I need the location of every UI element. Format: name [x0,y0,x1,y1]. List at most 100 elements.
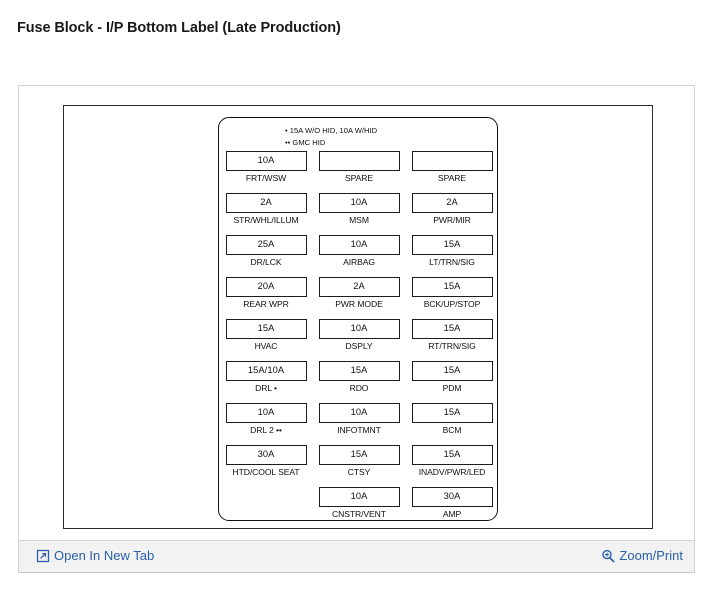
fuse-label: INFOTMNT [337,425,381,435]
fuse-box: 30A [225,445,307,465]
fuse-box: 10A [318,193,400,213]
fuse-box: 20A [225,277,307,297]
fuse-label: HVAC [254,341,278,351]
fuse-box: 15A [411,445,493,465]
fuse-amperage: 10A [350,491,368,502]
fuse-diagram-image: • 15A W/O HID, 10A W/HID •• GMC HID 10A F… [63,105,653,529]
legend-note-double-bullet: •• GMC HID [285,137,326,147]
fuse-amperage: 15A [350,449,368,460]
fuse-block-outline: • 15A W/O HID, 10A W/HID •• GMC HID 10A F… [218,117,498,521]
fuse-box [318,151,400,171]
fuse-label: SPARE [345,173,373,183]
fuse-box: 15A [225,319,307,339]
fuse-cell: 10A AIRBAG [317,235,401,277]
fuse-label: STR/WHL/ILLUM [233,215,299,225]
fuse-cell: 15A RDO [317,361,401,403]
viewer-footer: Open In New Tab Zoom/Print [18,540,695,573]
fuse-box: 15A [411,361,493,381]
magnifier-plus-icon [601,549,615,563]
legend-note-single-bullet: • 15A W/O HID, 10A W/HID [285,126,378,135]
legend-notes: • 15A W/O HID, 10A W/HID •• GMC HID [285,125,377,148]
fuse-cell: 15A HVAC [224,319,308,361]
fuse-amperage: 2A [446,197,458,208]
fuse-label: FRT/WSW [245,173,287,183]
external-link-icon [36,549,50,563]
fuse-amperage: 10A [350,407,368,418]
open-in-new-tab-label: Open In New Tab [54,548,155,563]
fuse-label: REAR WPR [243,299,289,309]
fuse-label: DR/LCK [250,257,282,267]
fuse-label: PDM [442,383,462,393]
fuse-label: HTD/COOL SEAT [232,467,300,477]
open-in-new-tab-link[interactable]: Open In New Tab [36,548,154,563]
fuse-cell: 25A DR/LCK [224,235,308,277]
fuse-box: 10A [225,151,307,171]
fuse-amperage: 15A [443,281,461,292]
fuse-box: 15A [411,277,493,297]
fuse-column-1: 10A FRT/WSW 2A STR/WHL/ILLUM 25A DR/LCK 20A REA… [224,151,308,529]
fuse-label: DRL 2 •• [250,425,282,435]
zoom-print-label: Zoom/Print [619,548,683,563]
fuse-box: 10A [318,403,400,423]
fuse-label: MSM [349,215,369,225]
fuse-amperage: 15A/10A [247,365,285,376]
fuse-box: 15A [411,403,493,423]
fuse-label: DRL • [255,383,277,393]
fuse-amperage: 10A [257,155,275,166]
fuse-cell: 15A CTSY [317,445,401,487]
fuse-amperage: 10A [350,239,368,250]
fuse-amperage: 10A [350,197,368,208]
fuse-amperage: 10A [350,323,368,334]
fuse-amperage: 15A [443,407,461,418]
fuse-grid: 10A FRT/WSW 2A STR/WHL/ILLUM 25A DR/LCK 20A REA… [219,151,499,529]
fuse-amperage: 30A [257,449,275,460]
fuse-box: 10A [318,235,400,255]
fuse-amperage: 10A [257,407,275,418]
fuse-cell: 30A HTD/COOL SEAT [224,445,308,487]
fuse-box: 15A [411,235,493,255]
fuse-amperage: 2A [260,197,272,208]
fuse-amperage: 15A [443,323,461,334]
fuse-amperage: 15A [443,239,461,250]
fuse-label: LT/TRN/SIG [429,257,475,267]
fuse-cell: 10A DRL 2 •• [224,403,308,445]
fuse-box: 15A [318,445,400,465]
fuse-box: 2A [225,193,307,213]
fuse-cell: 10A CNSTR/VENT [317,487,401,529]
fuse-box: 15A [318,361,400,381]
fuse-box: 2A [411,193,493,213]
fuse-box: 2A [318,277,400,297]
fuse-label: AIRBAG [343,257,375,267]
fuse-cell: 15A PDM [410,361,494,403]
fuse-cell: 20A REAR WPR [224,277,308,319]
fuse-box: 10A [318,319,400,339]
fuse-box: 10A [318,487,400,507]
fuse-amperage: 15A [257,323,275,334]
fuse-label: CNSTR/VENT [332,509,386,519]
fuse-label: CTSY [347,467,371,477]
fuse-label: SPARE [438,173,466,183]
fuse-amperage: 15A [350,365,368,376]
fuse-label: RDO [349,383,369,393]
fuse-cell: 10A INFOTMNT [317,403,401,445]
fuse-box: 15A [411,319,493,339]
zoom-print-link[interactable]: Zoom/Print [601,548,683,563]
fuse-amperage: 30A [443,491,461,502]
fuse-label: BCM [442,425,462,435]
fuse-cell: 2A STR/WHL/ILLUM [224,193,308,235]
fuse-amperage: 15A [443,449,461,460]
fuse-amperage: 25A [257,239,275,250]
fuse-amperage: 2A [353,281,365,292]
fuse-label: INADV/PWR/LED [418,467,486,477]
fuse-cell: 15A BCM [410,403,494,445]
fuse-cell: 15A/10A DRL • [224,361,308,403]
fuse-box [411,151,493,171]
fuse-cell: SPARE [410,151,494,193]
fuse-amperage: 15A [443,365,461,376]
fuse-cell: 15A INADV/PWR/LED [410,445,494,487]
